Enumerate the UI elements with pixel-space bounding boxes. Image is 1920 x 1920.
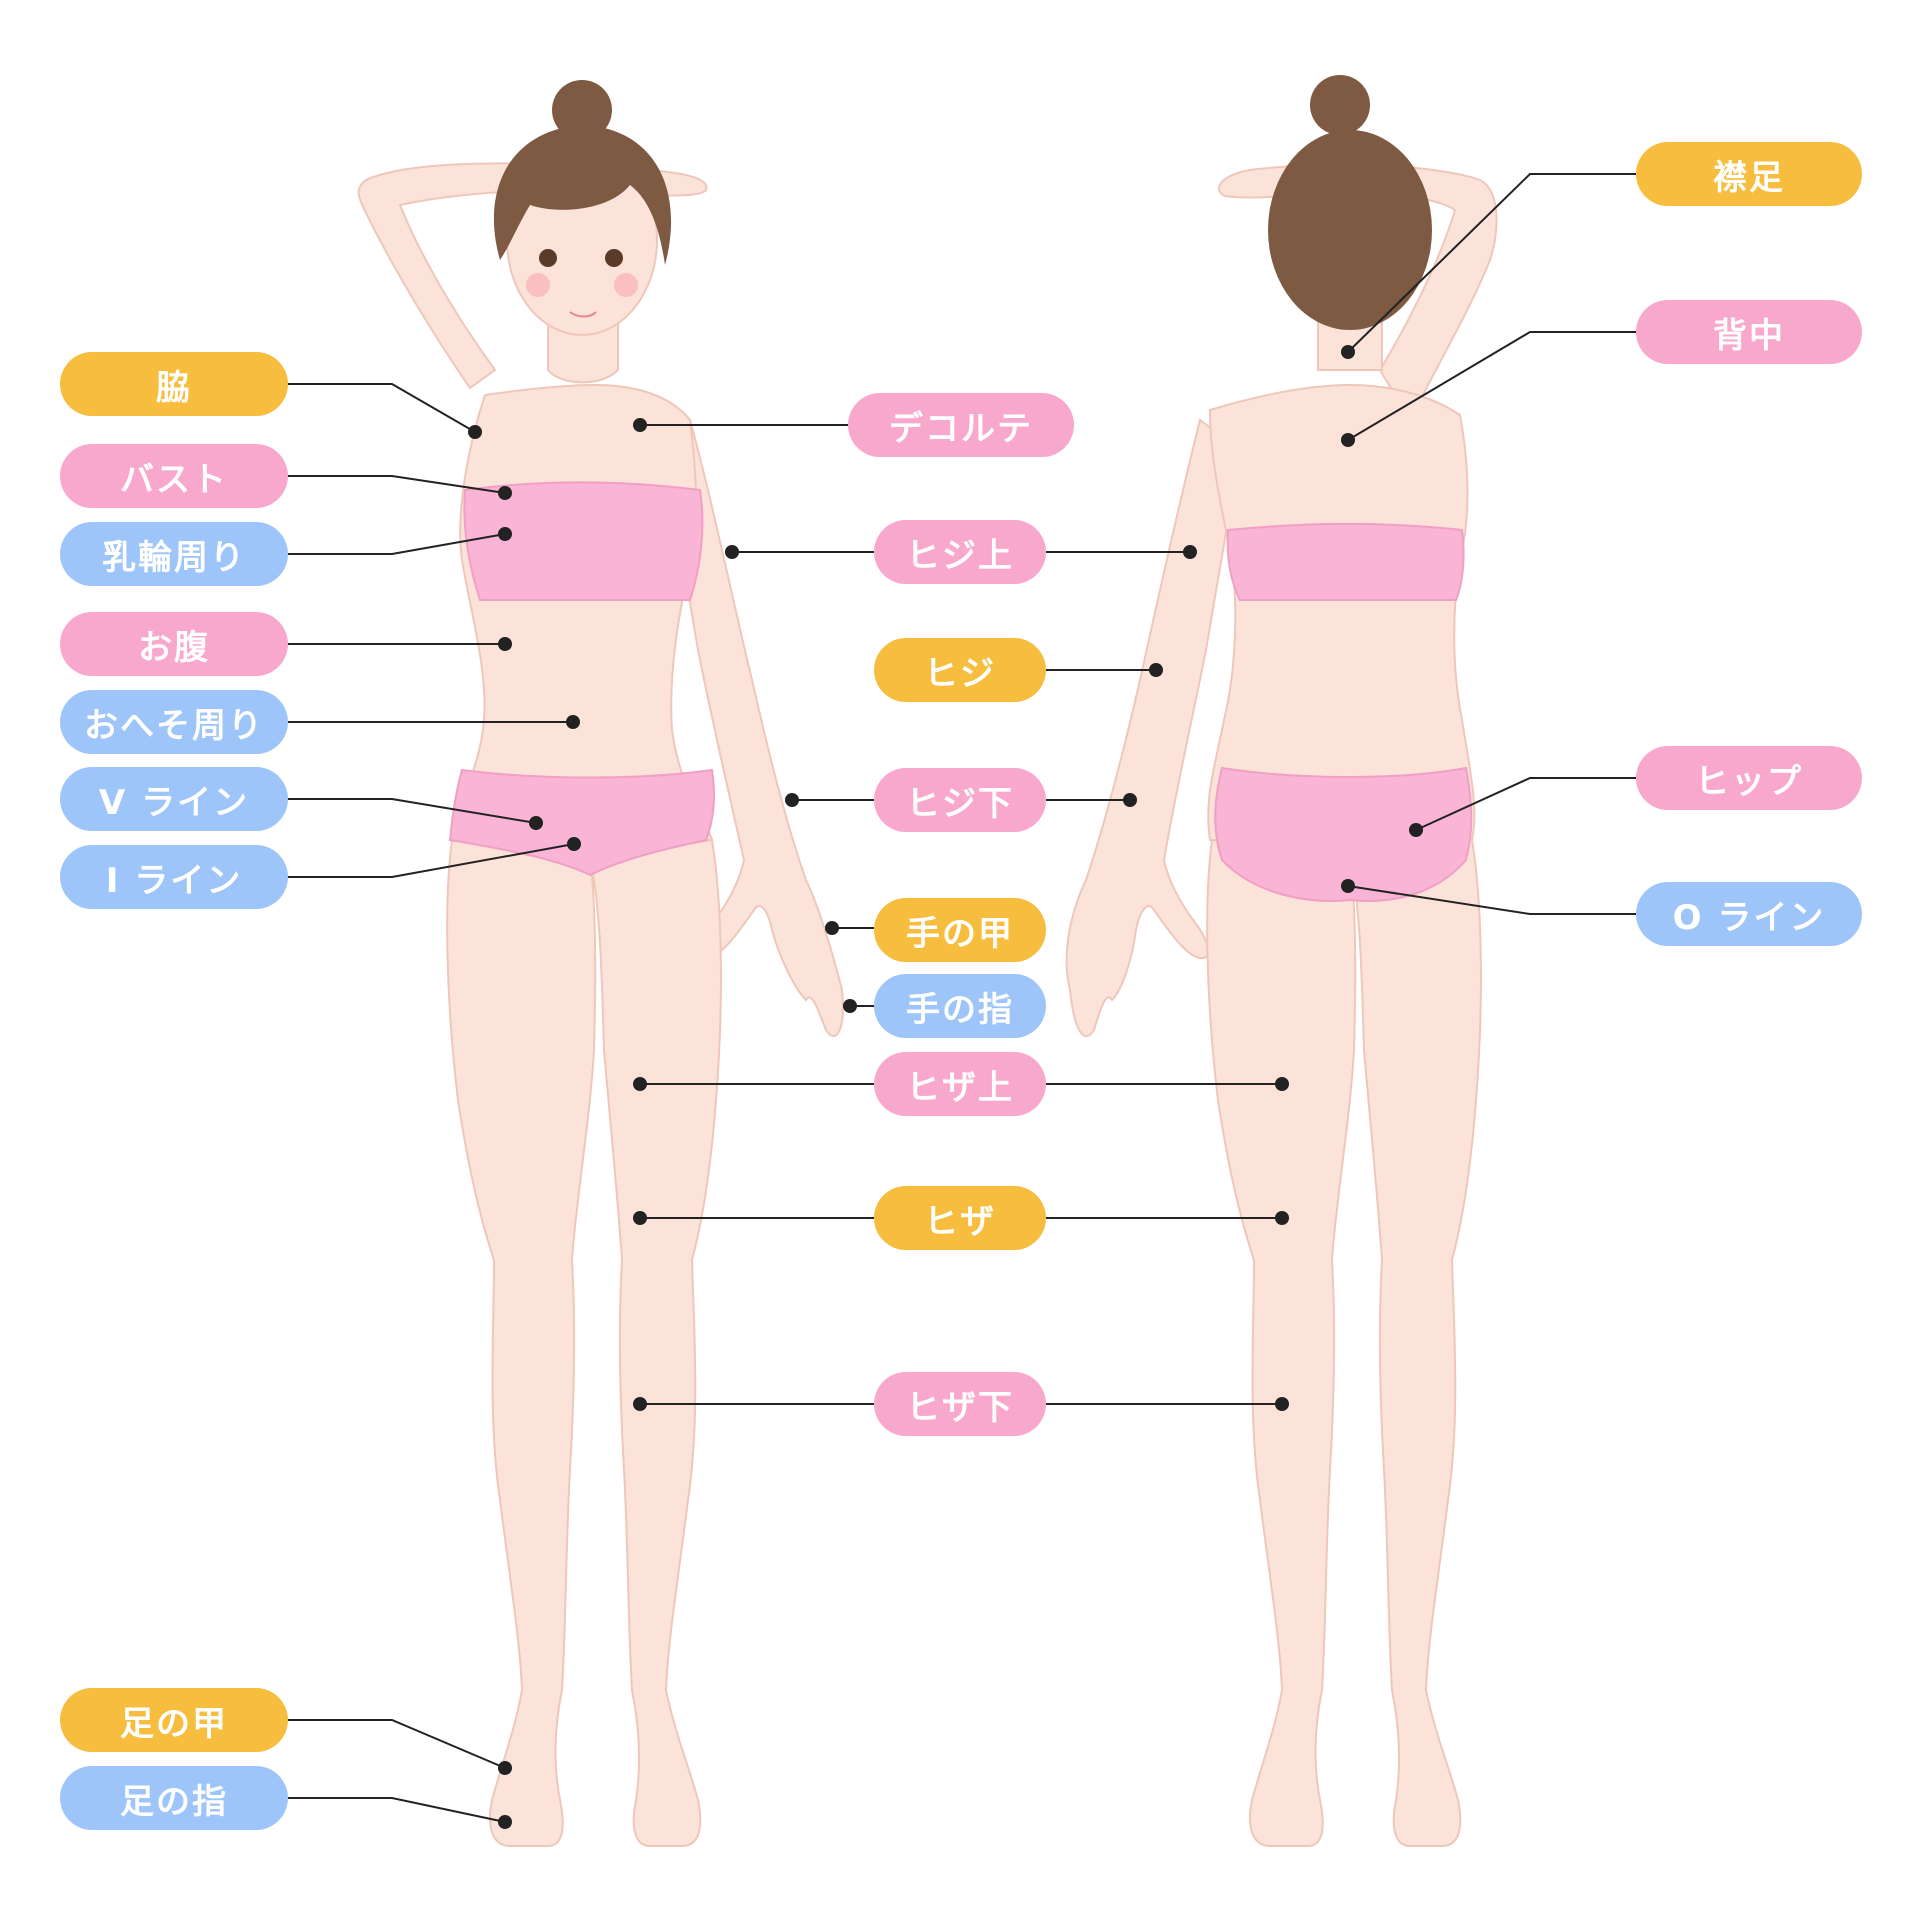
leader-line-ashi-no-yubi	[288, 1797, 506, 1823]
anchor-dot-waki	[468, 425, 482, 439]
label-hiza-shita[interactable]: ヒザ下	[874, 1372, 1046, 1436]
label-te-no-yubi-text: 手の指	[906, 989, 1014, 1030]
anchor-dot-vline	[529, 816, 543, 830]
anchor-dot-decollete	[633, 418, 647, 432]
label-oheso-text: おへそ周り	[84, 705, 264, 746]
label-hiza-shita-text: ヒザ下	[906, 1387, 1014, 1428]
label-bust[interactable]: バスト	[60, 444, 288, 508]
label-decollete[interactable]: デコルテ	[848, 393, 1074, 457]
label-hiji-text: ヒジ	[924, 653, 996, 694]
label-hiji-shita-text: ヒジ下	[906, 783, 1014, 824]
anchor-dot-hip	[1409, 823, 1423, 837]
label-ashi-no-yubi-text: 足の指	[120, 1781, 228, 1822]
anchor-dot-onaka	[498, 637, 512, 651]
label-te-no-yubi[interactable]: 手の指	[874, 974, 1046, 1038]
anchor-dot-oline	[1341, 879, 1355, 893]
label-senaka[interactable]: 背中	[1636, 300, 1862, 364]
anchor-dot-hiza-shita-f	[633, 1397, 647, 1411]
label-hiji-shita[interactable]: ヒジ下	[874, 768, 1046, 832]
label-waki-text: 脇	[156, 367, 192, 408]
label-waki[interactable]: 脇	[60, 352, 288, 416]
label-eriashi[interactable]: 襟足	[1636, 142, 1862, 206]
leader-line-ashi-no-ko	[288, 1719, 506, 1769]
anchor-dot-hiza-ue-b	[1275, 1077, 1289, 1091]
anchor-dot-hiza-shita-b	[1275, 1397, 1289, 1411]
leader-line-hip	[1415, 777, 1636, 831]
anchor-dot-iline	[567, 837, 581, 851]
anchor-dot-oheso	[566, 715, 580, 729]
label-oline[interactable]: O ライン	[1636, 882, 1862, 946]
label-vline[interactable]: V ライン	[60, 767, 288, 831]
anchor-dot-hiza-ue-f	[633, 1077, 647, 1091]
leader-line-oline	[1347, 885, 1636, 915]
label-ashi-no-ko-text: 足の甲	[120, 1703, 228, 1744]
label-ashi-no-ko[interactable]: 足の甲	[60, 1688, 288, 1752]
leader-line-bust	[288, 475, 506, 494]
label-senaka-text: 背中	[1713, 315, 1785, 356]
label-hiza-ue-text: ヒザ上	[906, 1067, 1014, 1108]
anchor-dot-hiji-ue-f	[725, 545, 739, 559]
label-oheso[interactable]: おへそ周り	[60, 690, 288, 754]
anchor-dot-eriashi	[1341, 345, 1355, 359]
anchor-dot-bust	[498, 486, 512, 500]
anchor-dot-hiji	[1149, 663, 1163, 677]
leader-line-senaka	[1347, 331, 1636, 441]
anchor-dot-nyurin	[498, 527, 512, 541]
anchor-dot-ashi-no-yubi	[498, 1815, 512, 1829]
anchor-dot-hiza-b	[1275, 1211, 1289, 1225]
anchor-dot-ashi-no-ko	[498, 1761, 512, 1775]
anchor-dot-te-no-ko	[825, 921, 839, 935]
anchor-dot-hiji-ue-b	[1183, 545, 1197, 559]
label-onaka[interactable]: お腹	[60, 612, 288, 676]
front-figure	[357, 80, 844, 1847]
label-decollete-text: デコルテ	[889, 408, 1033, 449]
label-iline[interactable]: I ライン	[60, 845, 288, 909]
label-hiji[interactable]: ヒジ	[874, 638, 1046, 702]
anchor-dot-hiji-shita-f	[785, 793, 799, 807]
label-vline-text: V ライン	[98, 782, 250, 823]
label-hiza[interactable]: ヒザ	[874, 1186, 1046, 1250]
label-te-no-ko[interactable]: 手の甲	[874, 898, 1046, 962]
label-hiji-ue-text: ヒジ上	[906, 535, 1014, 576]
label-te-no-ko-text: 手の甲	[906, 913, 1014, 954]
leader-line-waki	[288, 383, 476, 433]
label-iline-text: I ライン	[105, 860, 243, 901]
label-eriashi-text: 襟足	[1713, 157, 1785, 198]
back-figure	[1065, 75, 1498, 1847]
label-oline-text: O ライン	[1672, 897, 1826, 938]
label-hip-text: ヒップ	[1695, 761, 1803, 802]
label-bust-text: バスト	[120, 459, 228, 500]
label-hip[interactable]: ヒップ	[1636, 746, 1862, 810]
leader-line-vline	[288, 798, 537, 824]
anchor-dot-te-no-yubi	[843, 999, 857, 1013]
anchor-dot-senaka	[1341, 433, 1355, 447]
leader-lines	[288, 173, 1636, 1829]
label-ashi-no-yubi[interactable]: 足の指	[60, 1766, 288, 1830]
anchor-dot-hiji-shita-b	[1123, 793, 1137, 807]
label-hiza-text: ヒザ	[924, 1201, 996, 1242]
leader-line-nyurin	[288, 533, 506, 555]
leader-line-eriashi	[1347, 173, 1636, 353]
label-nyurin-text: 乳輪周り	[102, 537, 246, 578]
label-onaka-text: お腹	[138, 627, 210, 668]
label-hiza-ue[interactable]: ヒザ上	[874, 1052, 1046, 1116]
label-hiji-ue[interactable]: ヒジ上	[874, 520, 1046, 584]
leader-line-iline	[288, 843, 575, 878]
label-nyurin[interactable]: 乳輪周り	[60, 522, 288, 586]
anchor-dot-hiza-f	[633, 1211, 647, 1225]
